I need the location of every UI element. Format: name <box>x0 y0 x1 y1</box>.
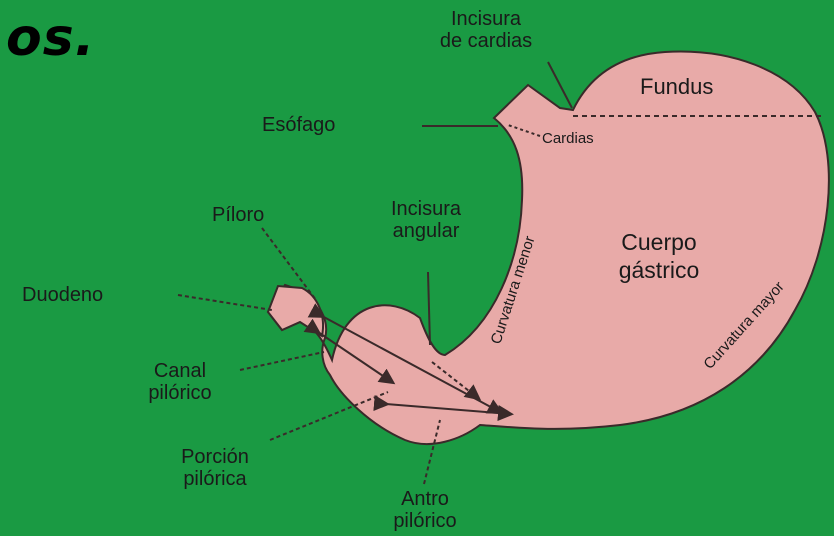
label-canal-pilorico-line1: Canal <box>120 360 240 382</box>
label-piloro: Píloro <box>212 204 264 226</box>
label-incisura-angular-line1: Incisura <box>356 198 496 220</box>
label-canal-pilorico: Canal pilórico <box>120 360 240 404</box>
duodenum-shape <box>268 286 323 336</box>
leader-incisura-angular <box>428 272 430 345</box>
leader-canal-pilorico <box>240 352 324 370</box>
leader-duodeno <box>178 295 272 310</box>
label-esofago: Esófago <box>262 114 335 136</box>
label-incisura-angular: Incisura angular <box>356 198 496 242</box>
label-duodeno: Duodeno <box>22 284 103 306</box>
label-porcion-pilorica-line1: Porción <box>150 446 280 468</box>
label-incisura-angular-line2: angular <box>356 220 496 242</box>
label-porcion-pilorica: Porción pilórica <box>150 446 280 490</box>
label-incisura-cardias: Incisura de cardias <box>408 8 564 52</box>
label-cardias: Cardias <box>542 128 594 150</box>
label-fundus: Fundus <box>640 76 713 98</box>
label-cuerpo-gastrico-line2: gástrico <box>584 256 734 284</box>
label-porcion-pilorica-line2: pilórica <box>150 468 280 490</box>
stomach-shape <box>268 52 829 444</box>
label-incisura-cardias-line2: de cardias <box>408 30 564 52</box>
label-cuerpo-gastrico-line1: Cuerpo <box>584 228 734 256</box>
label-incisura-cardias-line1: Incisura <box>408 8 564 30</box>
label-canal-pilorico-line2: pilórico <box>120 382 240 404</box>
label-antro-pilorico: Antro pilórico <box>360 488 490 532</box>
label-cuerpo-gastrico: Cuerpo gástrico <box>584 228 734 284</box>
label-antro-pilorico-line1: Antro <box>360 488 490 510</box>
label-antro-pilorico-line2: pilórico <box>360 510 490 532</box>
